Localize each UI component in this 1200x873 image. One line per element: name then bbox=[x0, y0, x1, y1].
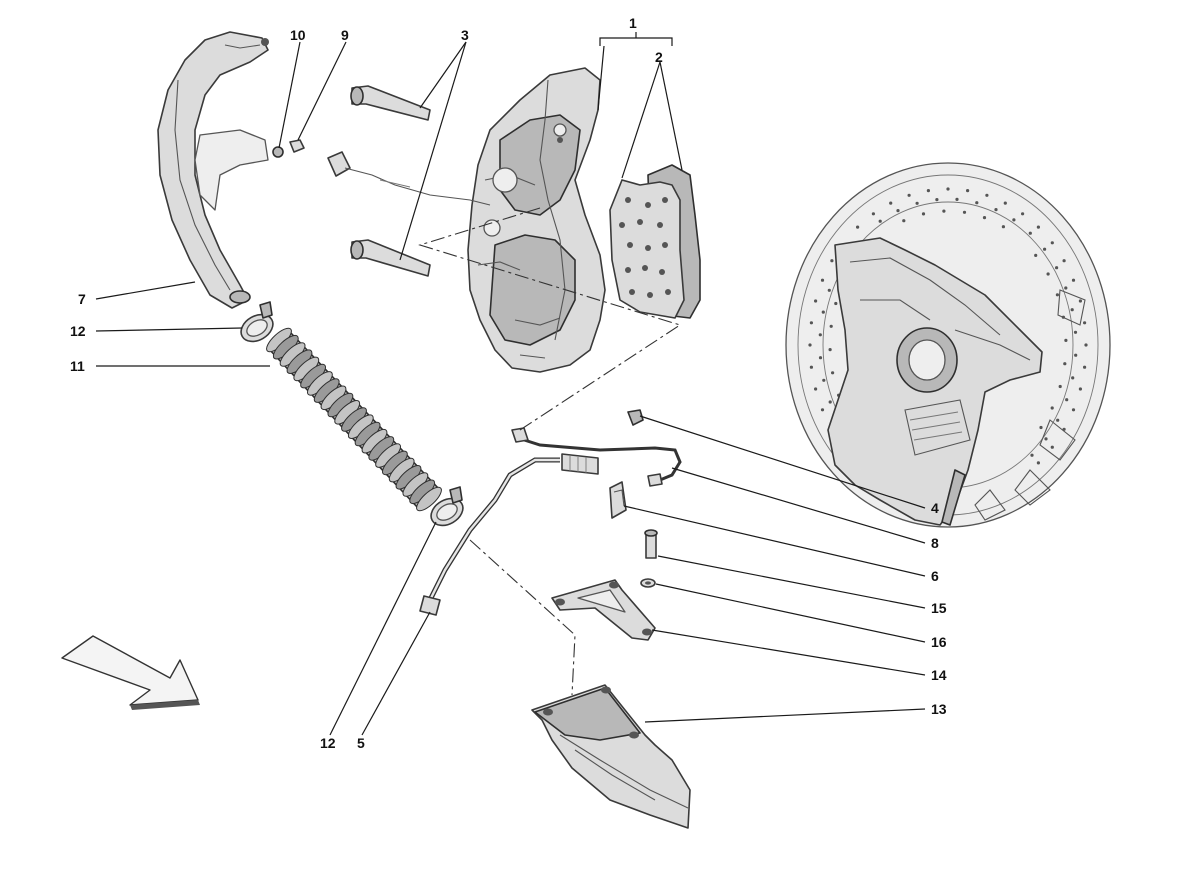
callout-1: 1 bbox=[629, 15, 637, 31]
brake-disc-assembly bbox=[785, 162, 1111, 528]
callout-15: 15 bbox=[931, 600, 947, 616]
callout-9: 9 bbox=[341, 27, 349, 43]
leader-lines bbox=[95, 32, 926, 736]
hose-clamp-lower bbox=[430, 486, 464, 527]
callout-4: 4 bbox=[931, 500, 939, 516]
air-duct bbox=[157, 31, 269, 309]
corrugated-hose bbox=[266, 327, 442, 512]
callout-14: 14 bbox=[931, 667, 947, 683]
clip-4 bbox=[627, 409, 644, 426]
bleed-screw bbox=[289, 139, 305, 153]
hose-clamp-upper bbox=[240, 301, 274, 343]
callout-12-lower: 12 bbox=[320, 735, 336, 751]
triangular-bracket bbox=[551, 579, 656, 641]
callout-5: 5 bbox=[357, 735, 365, 751]
bleed-cap bbox=[272, 146, 284, 158]
caliper-bolt-lower bbox=[350, 239, 431, 277]
callout-8: 8 bbox=[931, 535, 939, 551]
bracket-clip-6 bbox=[609, 481, 627, 519]
callout-12-upper: 12 bbox=[70, 323, 86, 339]
brake-caliper bbox=[467, 67, 606, 373]
callout-6: 6 bbox=[931, 568, 939, 584]
deflector-shield bbox=[531, 684, 691, 829]
direction-arrow bbox=[61, 635, 200, 710]
callout-10: 10 bbox=[290, 27, 306, 43]
wear-sensor bbox=[327, 151, 491, 206]
screw-15 bbox=[644, 529, 658, 559]
alignment-lines bbox=[418, 207, 682, 696]
caliper-bolt-upper bbox=[350, 85, 431, 121]
brake-pipe bbox=[511, 427, 682, 487]
callout-2: 2 bbox=[655, 49, 663, 65]
brake-hose bbox=[419, 453, 599, 616]
washer-16 bbox=[640, 578, 656, 588]
callout-16: 16 bbox=[931, 634, 947, 650]
callout-13: 13 bbox=[931, 701, 947, 717]
callout-labels: 1 2 3 10 9 7 12 11 12 5 4 8 6 15 16 14 1… bbox=[70, 15, 947, 751]
callout-11: 11 bbox=[70, 358, 85, 374]
brake-pads bbox=[609, 164, 701, 319]
callout-7: 7 bbox=[78, 291, 86, 307]
callout-3: 3 bbox=[461, 27, 469, 43]
